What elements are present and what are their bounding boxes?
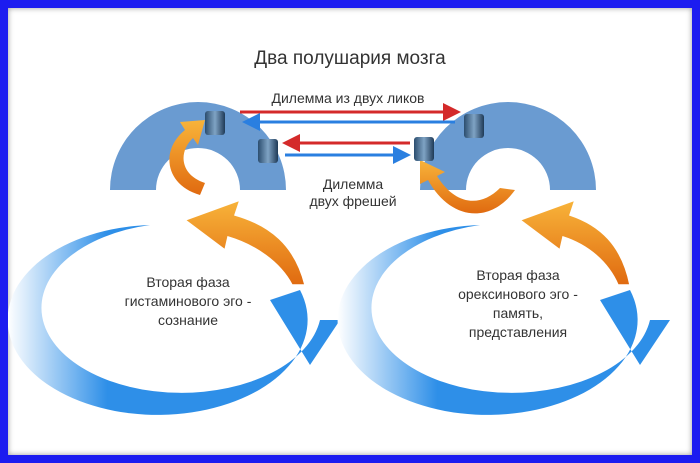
diagram-canvas: Два полушария мозга Дилемма из двух лико…: [8, 8, 692, 455]
cube-right-bottom: [414, 137, 434, 161]
cube-left-top: [205, 111, 225, 135]
label-line: двух фрешей: [309, 193, 397, 209]
dilemma-faces-label: Дилемма из двух ликов: [271, 90, 425, 106]
left-big-orange-arrow: [183, 198, 306, 286]
right-small-orange-arrow: [420, 160, 515, 214]
label-line: сознание: [157, 312, 219, 328]
diagram-graphics: [8, 102, 670, 415]
diagram-title: Два полушария мозга: [254, 48, 446, 69]
label-line: Вторая фаза: [146, 274, 230, 290]
right-cycle-label: Вторая фаза орексинового эго - память, п…: [428, 266, 608, 342]
right-big-orange-arrow: [518, 198, 631, 286]
cube-left-bottom: [258, 139, 278, 163]
label-line: гистаминового эго -: [124, 293, 252, 309]
label-line: Дилемма: [322, 176, 384, 192]
cube-right-top: [464, 114, 484, 138]
left-cycle-label: Вторая фаза гистаминового эго - сознание: [98, 273, 278, 330]
right-hemisphere: [420, 102, 596, 190]
label-line: орексинового эго -: [458, 286, 578, 302]
label-line: память,: [492, 305, 544, 321]
label-line: Вторая фаза: [476, 267, 560, 283]
left-small-orange-arrow: [169, 120, 205, 195]
dilemma-fresh-label: Дилемма двух фрешей: [278, 176, 428, 210]
label-line: представления: [468, 324, 568, 340]
